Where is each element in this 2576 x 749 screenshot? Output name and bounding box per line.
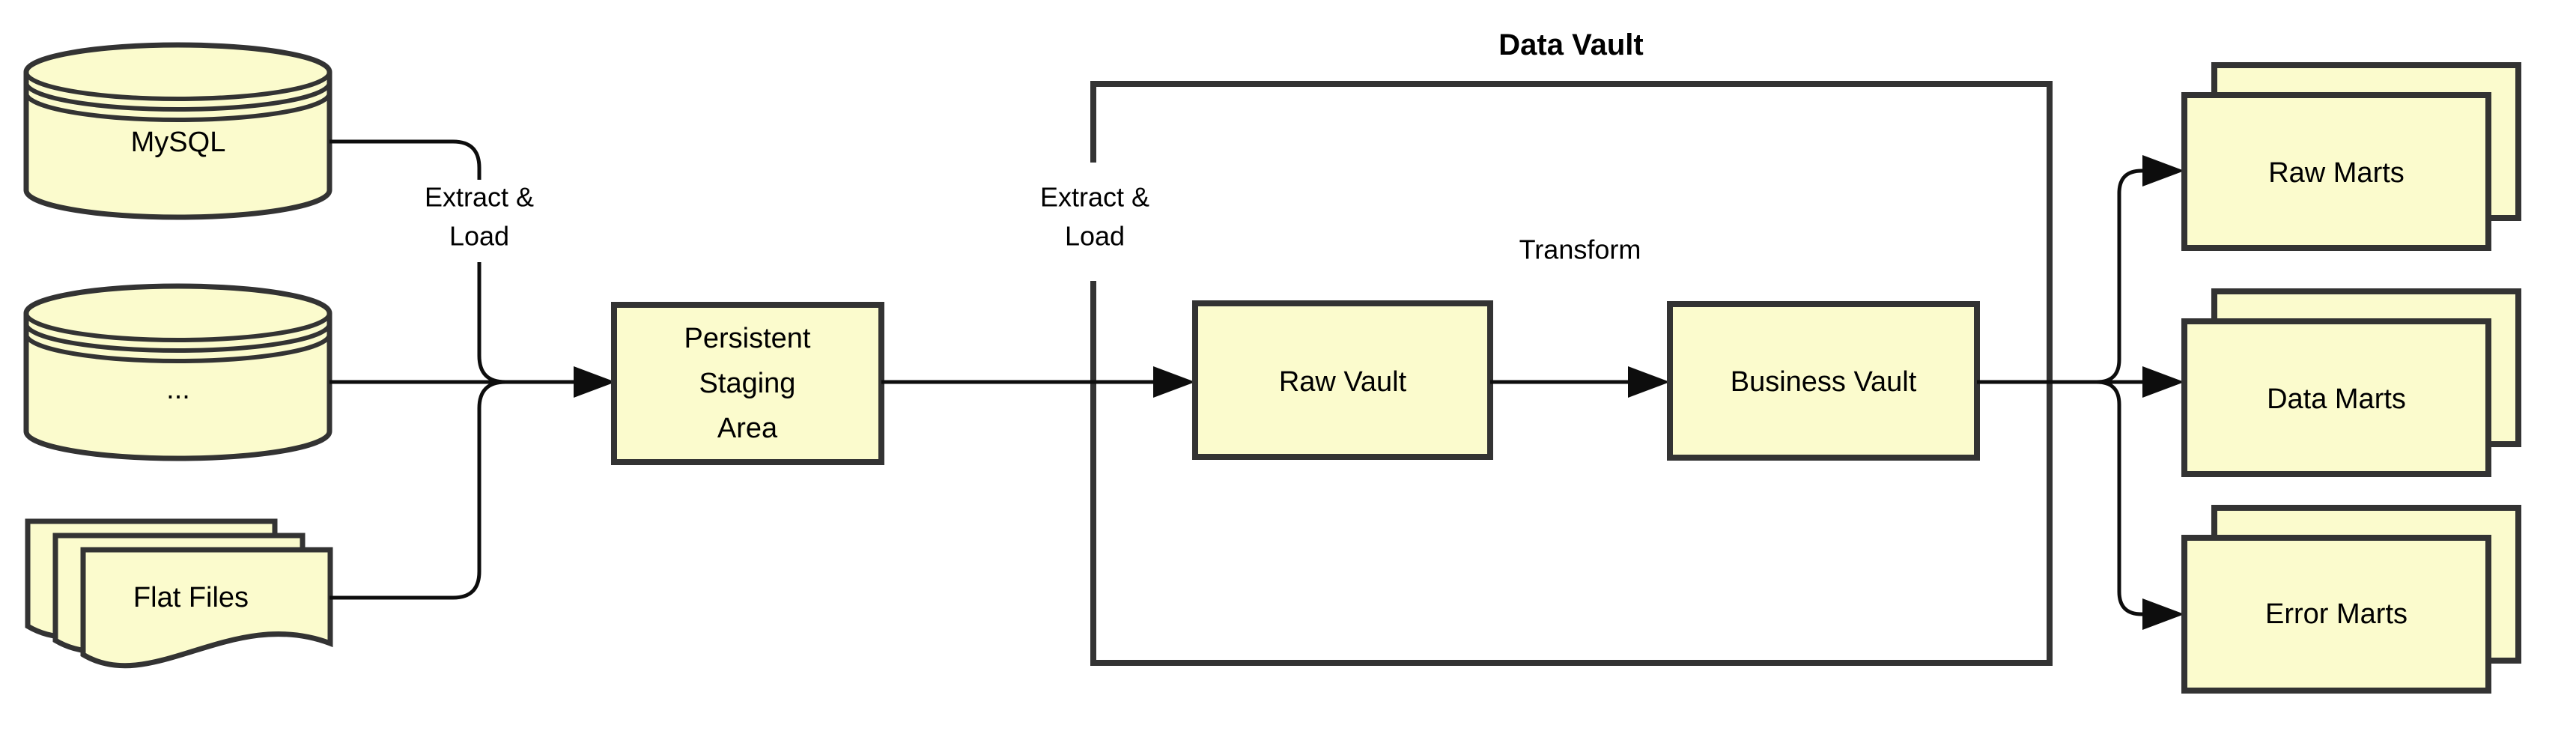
arrowhead-icon (2142, 155, 2184, 187)
edge-psa-to-raw-vault (881, 366, 1195, 398)
error-marts-stack: Error Marts (2181, 505, 2521, 694)
arrowhead-icon (2142, 366, 2184, 398)
raw-marts-stack: Raw Marts (2181, 62, 2521, 251)
data-vault-frame (1090, 81, 2053, 666)
data-marts-front-box (2181, 318, 2491, 477)
edge-sources-to-psa (329, 366, 616, 398)
flat-files-multidocument: Flat Files (25, 518, 333, 669)
connector-line (1977, 169, 2146, 384)
document-front-icon (80, 547, 333, 669)
edge-business-vault-to-raw-marts (1977, 155, 2184, 384)
business-vault-label: Business Vault (1731, 366, 1917, 398)
arrowhead-icon (1153, 366, 1195, 398)
cylinder-rim-lines (24, 312, 332, 363)
connector-line (329, 139, 482, 180)
data-marts-stack: Data Marts (2181, 288, 2521, 477)
data-marts-label: Data Marts (2267, 383, 2406, 415)
extract-load-2-label-line1: Extract & (1040, 182, 1149, 213)
other-sources-datastore: ... (23, 283, 332, 461)
edge-mysql-to-merge (329, 139, 506, 384)
edge-raw-to-business-vault (1490, 366, 1670, 398)
psa-label-line3: Area (717, 413, 778, 444)
extract-load-1-label-line2: Load (449, 221, 509, 252)
edge-flatfiles-to-merge (329, 380, 506, 600)
edge-business-vault-to-error-marts (1977, 380, 2184, 630)
database-cylinder-icon (23, 283, 332, 461)
cylinder-rim-lines (24, 71, 332, 122)
other-sources-label: ... (166, 374, 190, 405)
error-marts-label: Error Marts (2265, 598, 2408, 630)
data-vault-container: Data Vault (1090, 28, 2053, 666)
extract-load-1-label-line1: Extract & (425, 182, 534, 213)
business-vault-node: Business Vault (1667, 301, 1980, 461)
extract-load-2-label-line2: Load (1065, 221, 1125, 252)
raw-marts-label: Raw Marts (2268, 157, 2405, 189)
psa-label-line1: Persistent (684, 323, 811, 354)
raw-marts-front-box (2181, 92, 2491, 251)
connector-line (477, 262, 506, 384)
psa-node: Persistent Staging Area (611, 302, 884, 465)
raw-vault-node: Raw Vault (1192, 300, 1493, 460)
psa-label-line2: Staging (699, 368, 796, 399)
mysql-datastore: MySQL (23, 42, 332, 220)
connector-line (329, 380, 506, 600)
transform-label: Transform (1519, 234, 1641, 265)
arrowhead-icon (1628, 366, 1670, 398)
raw-vault-box (1192, 300, 1493, 460)
connector-line (1977, 380, 2146, 616)
mysql-label: MySQL (131, 127, 226, 158)
arrowhead-icon (574, 366, 616, 398)
arrowhead-icon (2142, 598, 2184, 630)
flat-files-label: Flat Files (133, 582, 249, 613)
data-vault-title: Data Vault (1498, 28, 1643, 61)
database-cylinder-icon (23, 42, 332, 220)
error-marts-front-box (2181, 535, 2491, 694)
raw-vault-label: Raw Vault (1279, 366, 1407, 398)
